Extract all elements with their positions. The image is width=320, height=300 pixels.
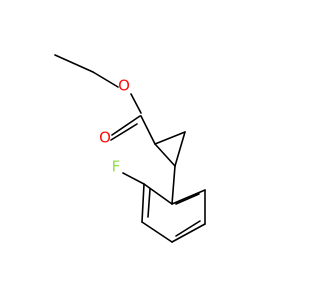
- bond-carbonyl-double-1: [111, 115, 141, 136]
- bond-benzene-inner-2: [175, 220, 201, 237]
- bond-benzene-1: [143, 183, 173, 205]
- bond-carbonylc-ring: [140, 115, 156, 145]
- bond-ring-3: [154, 143, 176, 167]
- structure-svg: O O F: [54, 54, 206, 243]
- ether-oxygen-label: O: [118, 77, 130, 95]
- bond-benzene-inner-1: [147, 188, 151, 218]
- bond-benzene-6: [171, 189, 206, 205]
- molecule-canvas: O O F: [54, 54, 206, 243]
- bond-benzene-3: [141, 221, 173, 243]
- bond-ring-1: [154, 131, 186, 145]
- bond-ring-phenyl: [171, 165, 176, 205]
- bond-benzene-2: [141, 183, 145, 223]
- bond-benzene-4: [171, 223, 206, 243]
- bond-benzene-inner-3: [175, 193, 200, 205]
- bond-c-f: [122, 172, 145, 185]
- bond-ch2-o: [92, 71, 119, 88]
- bond-ch3-ch2: [54, 54, 94, 73]
- bond-carbonyl-double-2: [110, 123, 138, 141]
- bond-ring-2: [174, 131, 186, 167]
- bond-o-carbonylc: [130, 93, 142, 114]
- carbonyl-oxygen-label: O: [99, 129, 111, 147]
- fluorine-label: F: [112, 158, 121, 176]
